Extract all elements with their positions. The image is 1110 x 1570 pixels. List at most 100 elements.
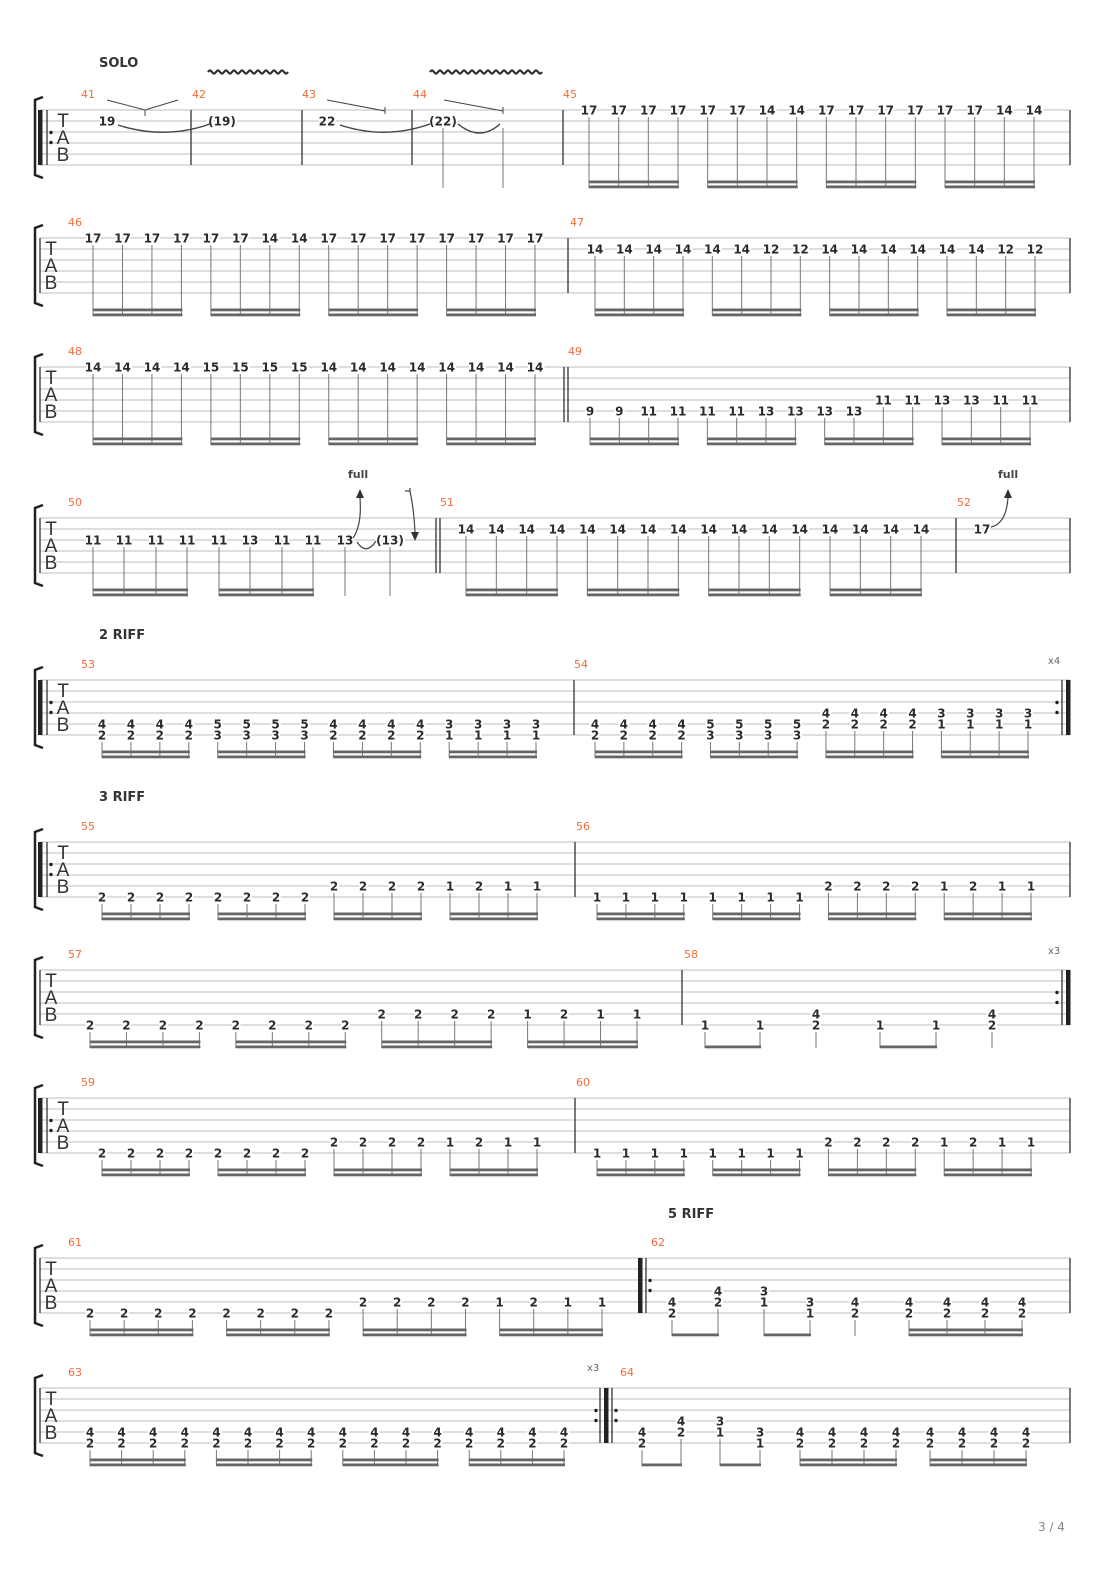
tab-note: 4 — [822, 707, 830, 721]
tab-note: 2 — [359, 1136, 367, 1150]
tab-note: 2 — [244, 1437, 252, 1451]
repeat-dot — [614, 1408, 618, 1413]
tab-note: 2 — [879, 718, 887, 732]
tab-clef-letter: T — [45, 1389, 57, 1410]
measure-number: 41 — [81, 88, 95, 101]
beam — [469, 1463, 565, 1467]
beam — [712, 1168, 801, 1172]
tab-note: 4 — [358, 718, 366, 732]
tab-note: 2 — [414, 1008, 422, 1022]
tab-note: 2 — [181, 1437, 189, 1451]
beam — [825, 750, 914, 754]
beam — [712, 1173, 801, 1177]
page-number: 3 / 4 — [1038, 1520, 1065, 1534]
beam — [800, 1463, 897, 1467]
tab-note: 1 — [1027, 880, 1035, 894]
beam — [218, 1173, 306, 1177]
tab-clef-letter: T — [57, 111, 69, 132]
tab-note: 2 — [86, 1019, 94, 1033]
tab-clef-letter: T — [45, 368, 57, 389]
tie-arc — [457, 123, 501, 134]
tab-note: 14 — [320, 361, 337, 375]
tab-clef-letter: B — [45, 1293, 58, 1314]
tab-note: 4 — [497, 1426, 505, 1440]
tab-note: 4 — [181, 1426, 189, 1440]
tab-note: 4 — [988, 1008, 996, 1022]
beam — [210, 313, 301, 317]
tab-note: 17 — [379, 232, 396, 246]
beam — [942, 437, 1031, 441]
tab-note: 2 — [911, 880, 919, 894]
measure-number: 60 — [576, 1076, 590, 1089]
tab-note: 2 — [853, 880, 861, 894]
tab-note: 15 — [232, 361, 249, 375]
beam — [947, 313, 1036, 317]
tab-note: 17 — [610, 104, 627, 118]
tab-note: 13 — [816, 405, 833, 419]
tab-note: 4 — [370, 1426, 378, 1440]
tab-note: 2 — [330, 880, 338, 894]
thick-barline — [38, 680, 43, 735]
tab-note: 2 — [358, 729, 366, 743]
repeat-dot — [49, 130, 53, 135]
bend-line-icon — [106, 99, 179, 116]
tab-note: 1 — [533, 880, 541, 894]
tab-note: 4 — [943, 1296, 951, 1310]
beam — [720, 1463, 761, 1467]
tab-note: 2 — [591, 729, 599, 743]
tab-note: 15 — [291, 361, 308, 375]
beam — [764, 1333, 811, 1337]
measure-number: 44 — [413, 88, 427, 101]
tab-note: 1 — [795, 891, 803, 905]
tab-note: 1 — [504, 1136, 512, 1150]
tab-note: 2 — [943, 1307, 951, 1321]
system-bracket — [33, 223, 44, 308]
tab-note: 14 — [261, 232, 278, 246]
tab-note: 4 — [387, 718, 395, 732]
tab-note: 2 — [911, 1136, 919, 1150]
tab-note: 5 — [764, 718, 772, 732]
tab-note: 1 — [709, 891, 717, 905]
tab-note: 2 — [117, 1437, 125, 1451]
tab-note: 11 — [728, 405, 745, 419]
tab-note: 1 — [446, 880, 454, 894]
tab-note: 2 — [86, 1437, 94, 1451]
beam — [930, 1463, 1027, 1467]
tab-note: 2 — [860, 1437, 868, 1451]
tab-note: 4 — [212, 1426, 220, 1440]
repeat-dot — [594, 1408, 598, 1413]
tab-note: 1 — [709, 1147, 717, 1161]
beam — [102, 1173, 190, 1177]
tab-note: 1 — [564, 1296, 572, 1310]
vibrato-icon — [429, 69, 543, 75]
release-arrow-icon — [405, 488, 416, 533]
tab-note: 4 — [828, 1426, 836, 1440]
tab-note: 14 — [761, 523, 778, 537]
tab-note: 2 — [387, 729, 395, 743]
beam — [363, 1328, 467, 1332]
beam — [824, 442, 914, 446]
system-bracket — [33, 1243, 44, 1328]
tab-note: 1 — [806, 1307, 814, 1321]
tab-note: 4 — [879, 707, 887, 721]
tab-note: 17 — [232, 232, 249, 246]
tab-note: 19 — [99, 115, 116, 129]
tab-note: 4 — [307, 1426, 315, 1440]
tab-clef-letter: B — [57, 715, 70, 736]
repeat-dot — [1055, 1000, 1059, 1005]
system-bracket — [33, 1083, 44, 1168]
beam — [828, 917, 917, 921]
tab-clef-letter: A — [45, 256, 58, 277]
measure-number: 53 — [81, 658, 95, 671]
tab-note: 14 — [882, 523, 899, 537]
system-bracket — [33, 827, 44, 912]
tab-note: 17 — [173, 232, 190, 246]
tab-note: 2 — [156, 729, 164, 743]
beam — [363, 1333, 467, 1337]
beam — [590, 442, 679, 446]
beam — [328, 313, 419, 317]
beam — [909, 1333, 1023, 1337]
beam — [880, 1045, 937, 1049]
tab-clef-letter: B — [57, 1133, 70, 1154]
beam — [333, 755, 422, 759]
